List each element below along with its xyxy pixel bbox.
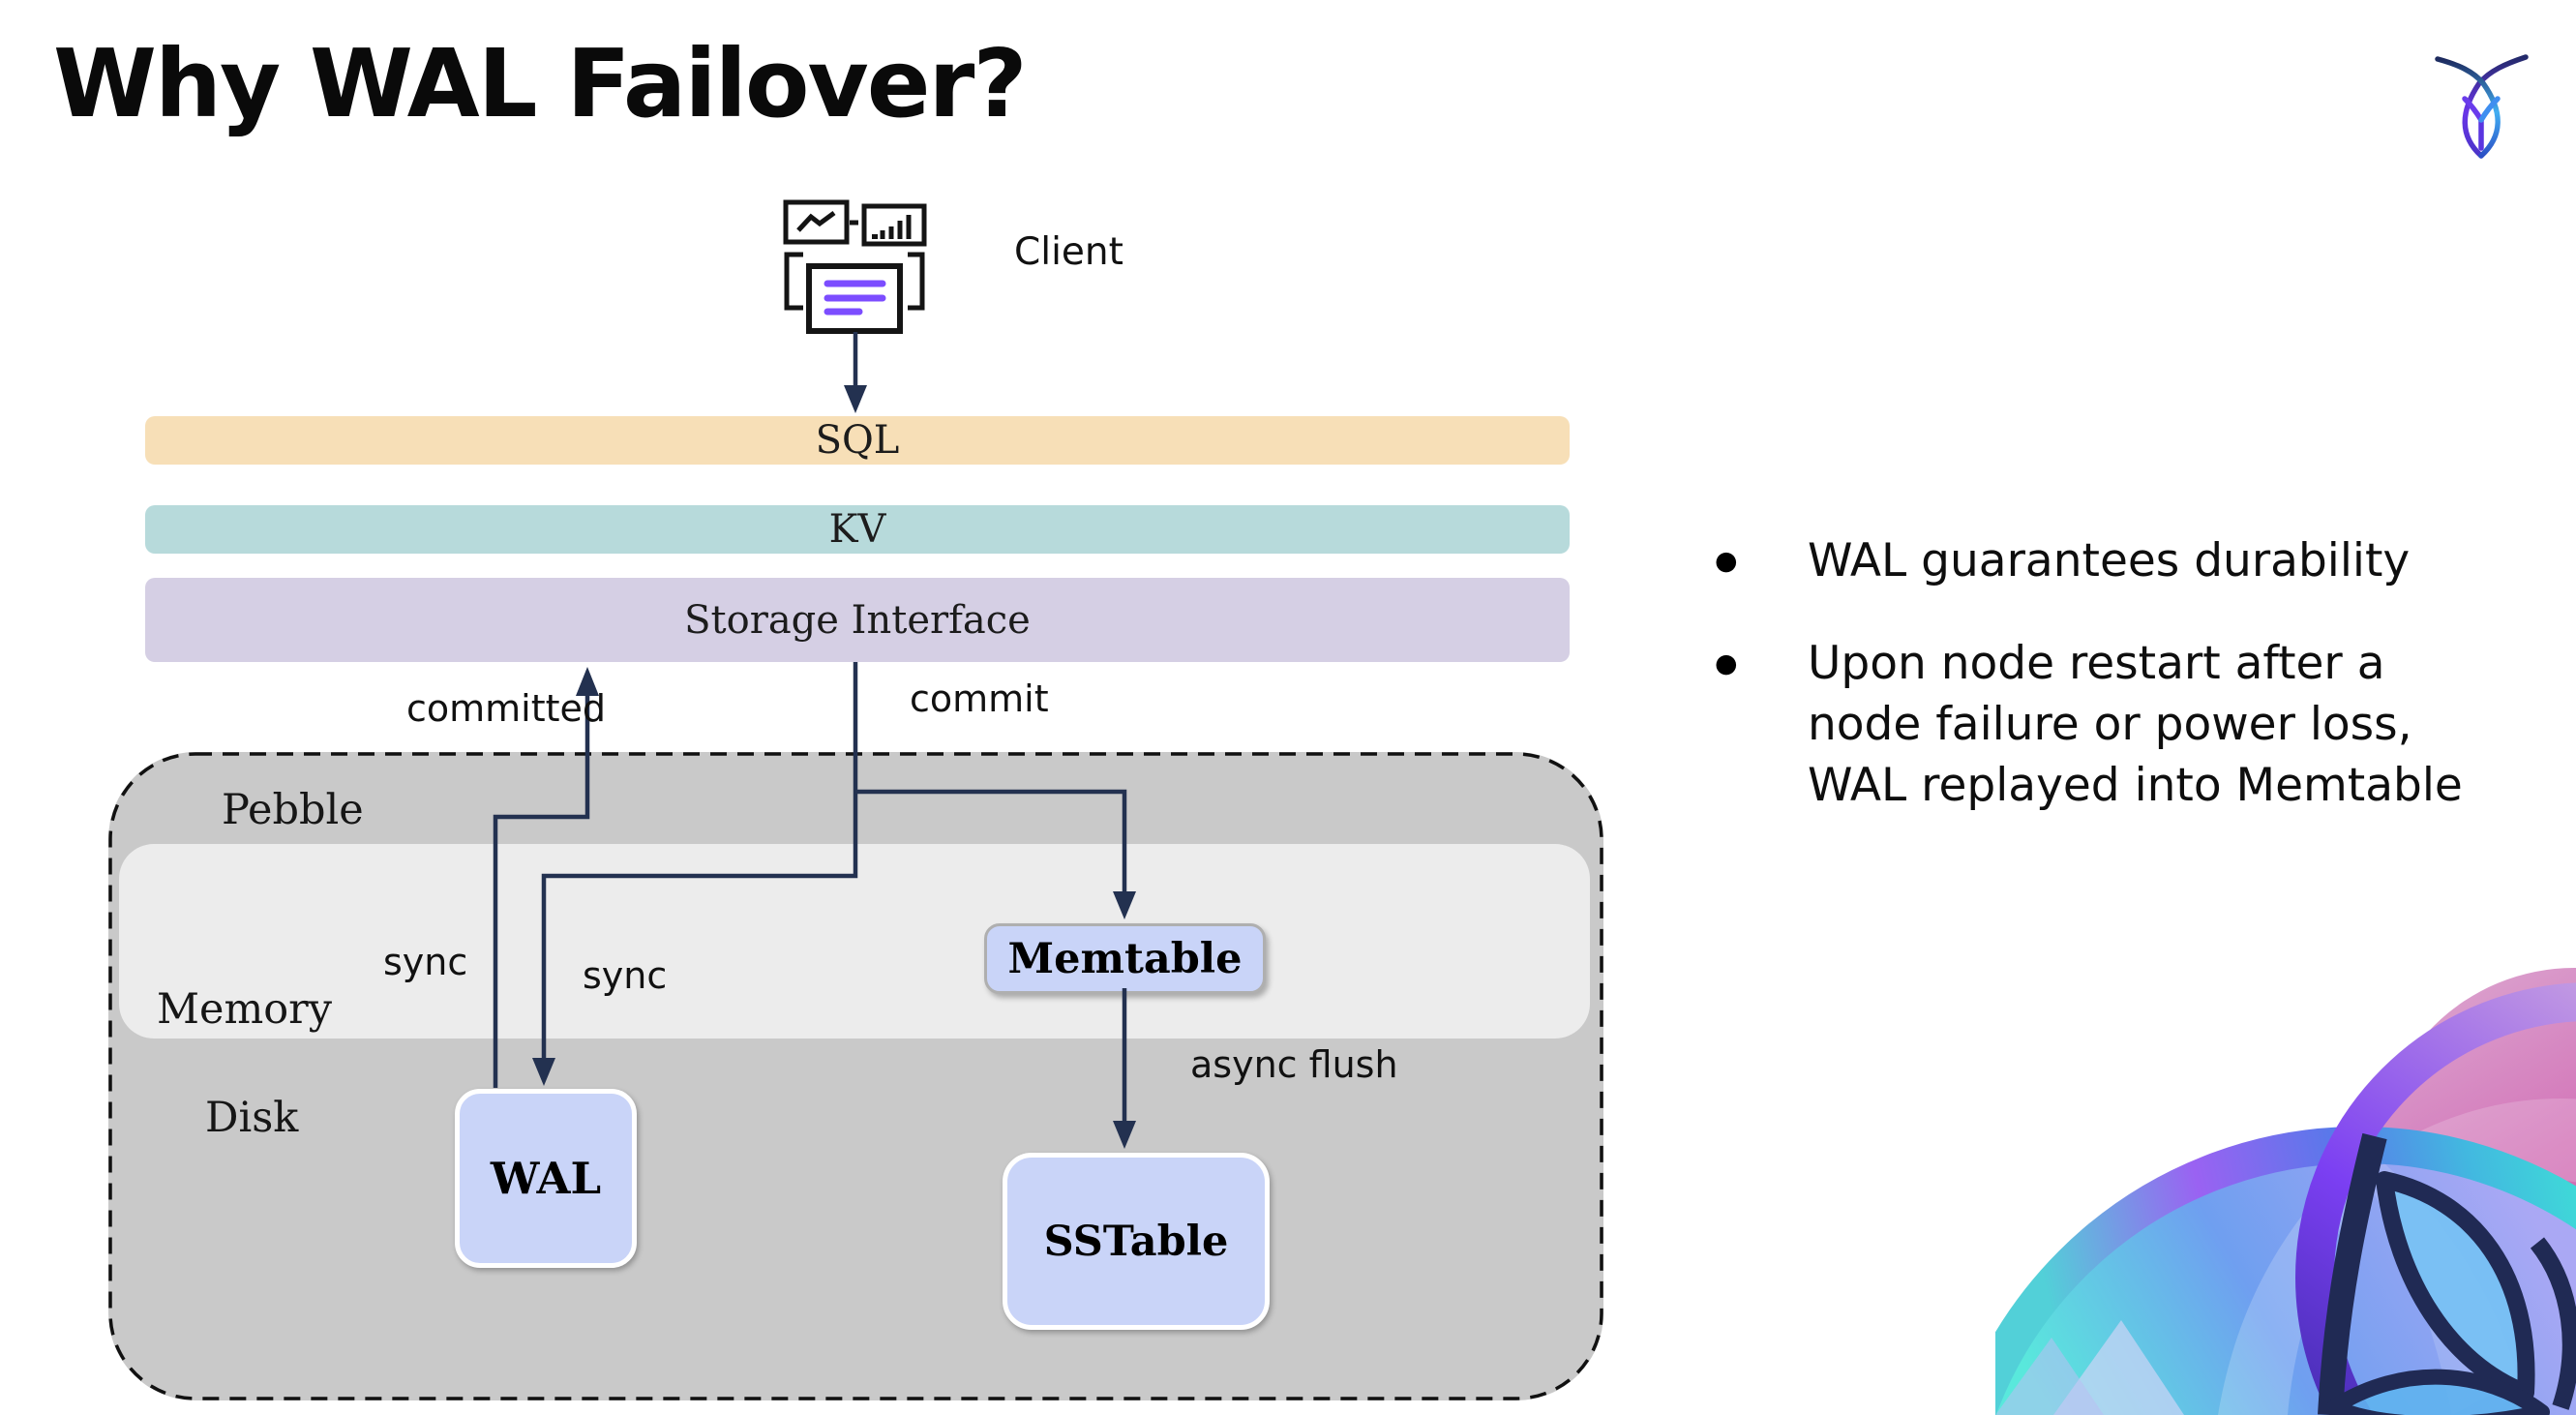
bullet-text: Upon node restart after a node failure o… xyxy=(1808,637,2463,812)
layer-sql: SQL xyxy=(145,416,1570,465)
async-flush-label: async flush xyxy=(1190,1043,1398,1086)
purple-arc xyxy=(2295,982,2576,1415)
bar-chart-icon xyxy=(861,203,927,247)
brand-sphere-decoration xyxy=(1995,968,2576,1415)
cockroach-leaves xyxy=(2318,1132,2576,1415)
bullet-text: WAL guarantees durability xyxy=(1808,534,2411,587)
document-icon xyxy=(784,252,925,334)
wal-node: WAL xyxy=(455,1089,637,1268)
sstable-node: SSTable xyxy=(1003,1153,1270,1330)
commit-label: commit xyxy=(910,677,1049,720)
memory-label: Memory xyxy=(157,985,332,1034)
cockroachdb-logo xyxy=(2435,54,2529,159)
bullet-item: ● Upon node restart after a node failure… xyxy=(1715,633,2566,816)
disk-label: Disk xyxy=(205,1094,299,1142)
memtable-node: Memtable xyxy=(984,923,1266,994)
committed-label: committed xyxy=(406,687,607,730)
slide-title: Why WAL Failover? xyxy=(53,29,1028,138)
document-text-lines xyxy=(824,280,886,316)
layer-storage-interface: Storage Interface xyxy=(145,578,1570,662)
pebble-label: Pebble xyxy=(222,786,364,834)
line-chart-icon xyxy=(783,199,850,245)
bullet-dot: ● xyxy=(1715,546,1738,576)
layer-kv: KV xyxy=(145,505,1570,554)
client-label: Client xyxy=(1014,230,1123,274)
bullet-item: ● WAL guarantees durability xyxy=(1715,530,2566,592)
sync-right-label: sync xyxy=(583,954,668,997)
arrowhead-client xyxy=(844,385,867,413)
bullet-list: ● WAL guarantees durability ● Upon node … xyxy=(1715,530,2566,857)
sync-left-label: sync xyxy=(383,941,468,983)
bullet-dot: ● xyxy=(1715,648,1738,678)
client-icon xyxy=(783,199,927,334)
memory-region xyxy=(119,844,1590,1039)
